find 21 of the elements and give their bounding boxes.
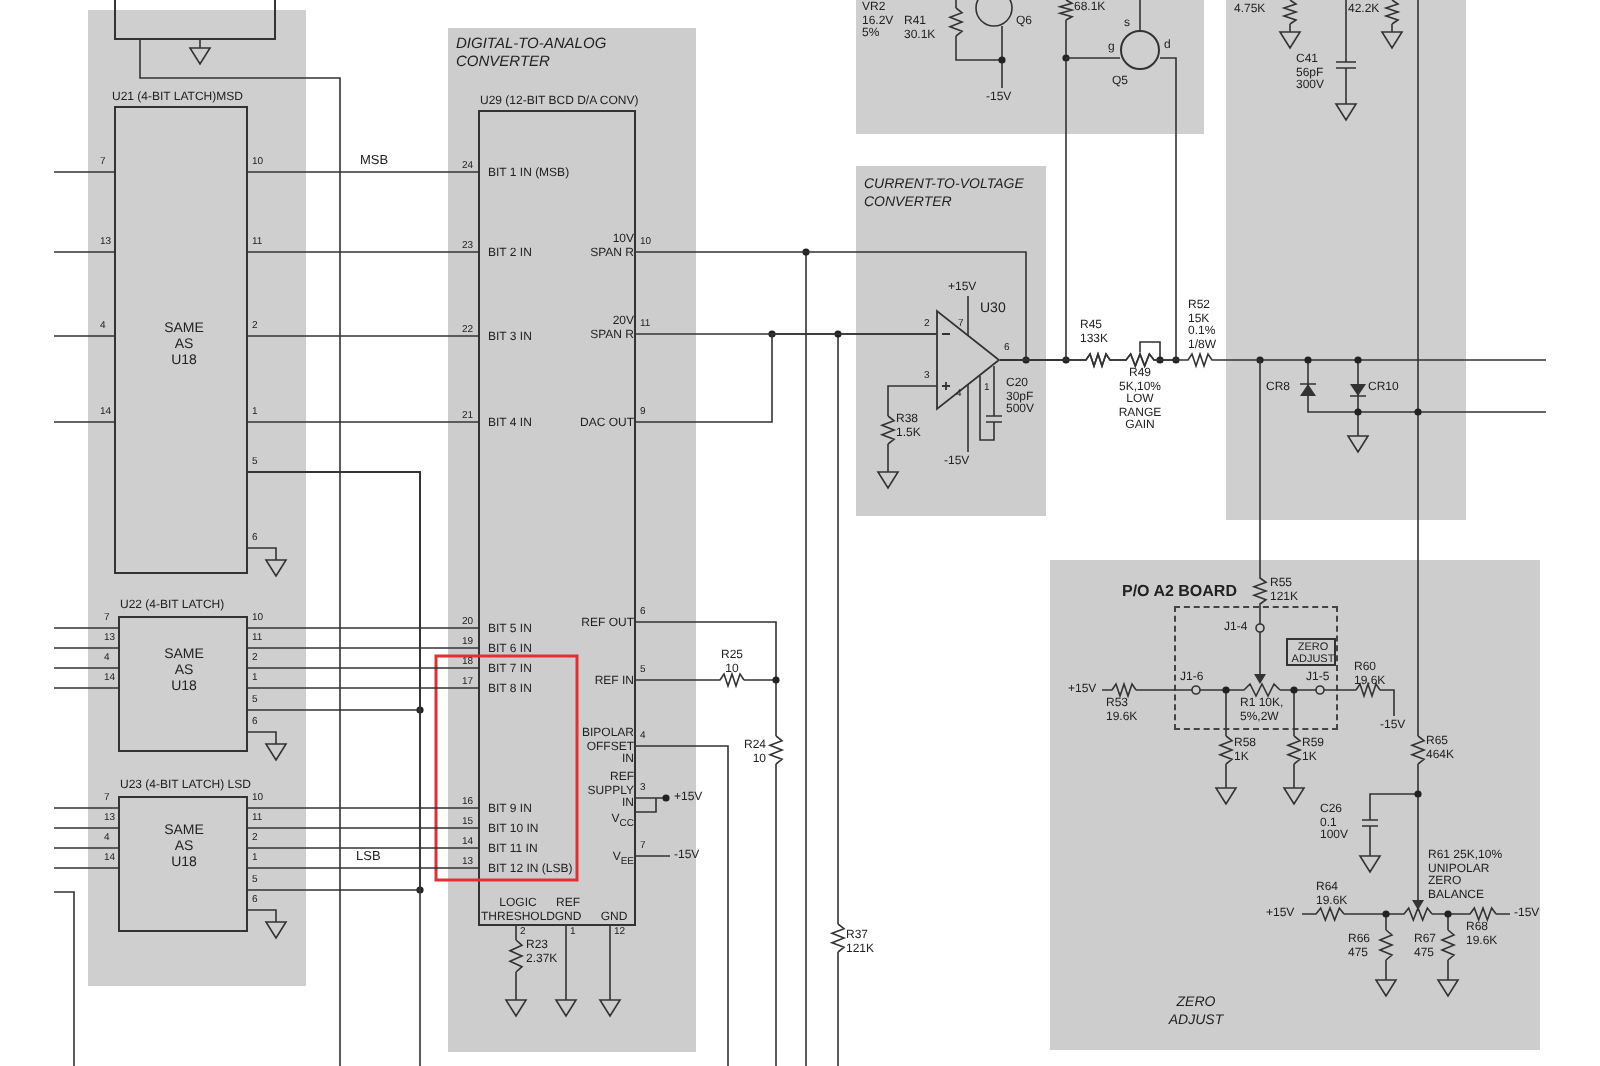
wire bbox=[247, 627, 479, 629]
circuit-panel bbox=[856, 166, 1046, 516]
circuit-panel bbox=[1050, 560, 1540, 1050]
wire bbox=[247, 647, 479, 649]
wire bbox=[247, 827, 479, 829]
label-box bbox=[1286, 638, 1336, 666]
board-title: P/O A2 BOARD bbox=[1122, 582, 1237, 600]
wire bbox=[247, 847, 479, 849]
undefined bbox=[114, 0, 276, 40]
wire bbox=[247, 335, 479, 337]
wire bbox=[247, 251, 479, 253]
wire bbox=[247, 421, 479, 423]
wire bbox=[247, 807, 479, 809]
wire bbox=[635, 251, 1027, 361]
wire bbox=[247, 687, 479, 689]
wire bbox=[247, 667, 479, 669]
wire bbox=[247, 171, 479, 173]
wire bbox=[635, 333, 937, 423]
wire bbox=[247, 867, 479, 869]
wire bbox=[247, 471, 421, 1066]
undefined bbox=[1120, 30, 1160, 70]
